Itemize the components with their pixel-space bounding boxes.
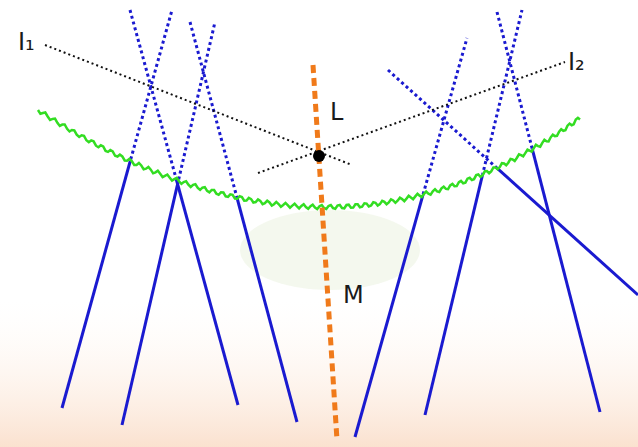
ray (355, 38, 467, 437)
ray (190, 22, 297, 422)
ray (355, 38, 467, 437)
ray (122, 22, 215, 425)
line-i1 (45, 45, 352, 165)
ray (130, 10, 238, 405)
ray-dotted (62, 10, 638, 437)
ray (122, 22, 215, 425)
point-label: L (330, 100, 343, 124)
ray (130, 10, 238, 405)
point-l (313, 150, 325, 162)
ray (388, 70, 638, 295)
background-leaf (240, 210, 420, 290)
ray (497, 12, 600, 412)
ray (497, 12, 600, 412)
ray (425, 10, 522, 415)
line-i2 (258, 62, 565, 173)
ray (425, 10, 522, 415)
ray (62, 10, 172, 408)
background-ground (0, 300, 638, 447)
line-label: I₂ (568, 50, 585, 74)
boundary-curve (38, 110, 580, 209)
line-label: M (343, 283, 364, 307)
ray (388, 70, 638, 295)
ray (62, 10, 172, 408)
line-label: I₁ (18, 30, 35, 54)
ray-solid (62, 10, 638, 437)
ray (190, 22, 297, 422)
